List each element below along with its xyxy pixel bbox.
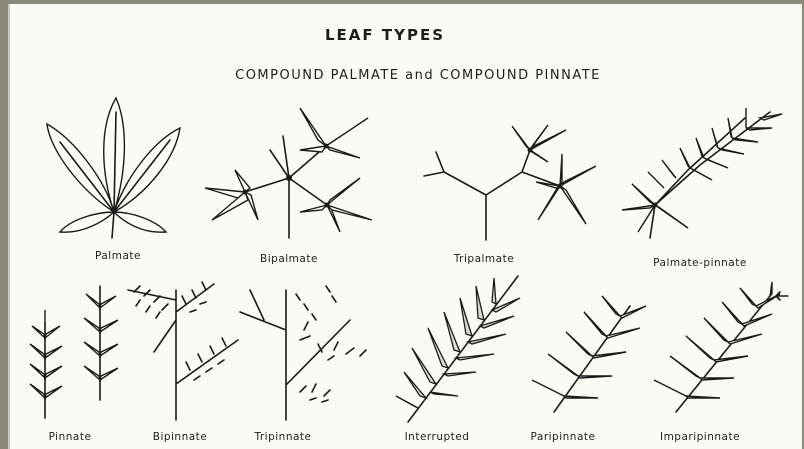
tripinnate-label: Tripinnate (253, 431, 311, 443)
bipinnate-figure (128, 282, 238, 420)
bipalmate-figure (205, 108, 372, 238)
interrupted-figure (396, 276, 520, 422)
imparipinnate-figure (654, 282, 788, 412)
bipalmate-label: Bipalmate (260, 253, 318, 265)
palmate-pinnate-figure (622, 108, 782, 238)
tripalmate-label: Tripalmate (453, 253, 514, 265)
paripinnate-label: Paripinnate (531, 431, 596, 443)
tripinnate-figure (240, 286, 366, 420)
paripinnate-figure (532, 296, 646, 412)
diagram-title: LEAF TYPES (325, 26, 445, 44)
diagram-subtitle: COMPOUND PALMATE and COMPOUND PINNATE (235, 68, 601, 83)
pinnate-figure (30, 286, 118, 418)
interrupted-label: Interrupted (405, 431, 470, 443)
imparipinnate-label: Imparipinnate (660, 431, 740, 443)
pinnate-label: Pinnate (49, 431, 92, 443)
palmate-label: Palmate (95, 250, 141, 262)
palmate-figure (47, 98, 180, 238)
bipinnate-label: Bipinnate (153, 431, 208, 443)
tripalmate-figure (424, 125, 596, 240)
palmate-pinnate-label: Palmate-pinnate (653, 257, 747, 269)
